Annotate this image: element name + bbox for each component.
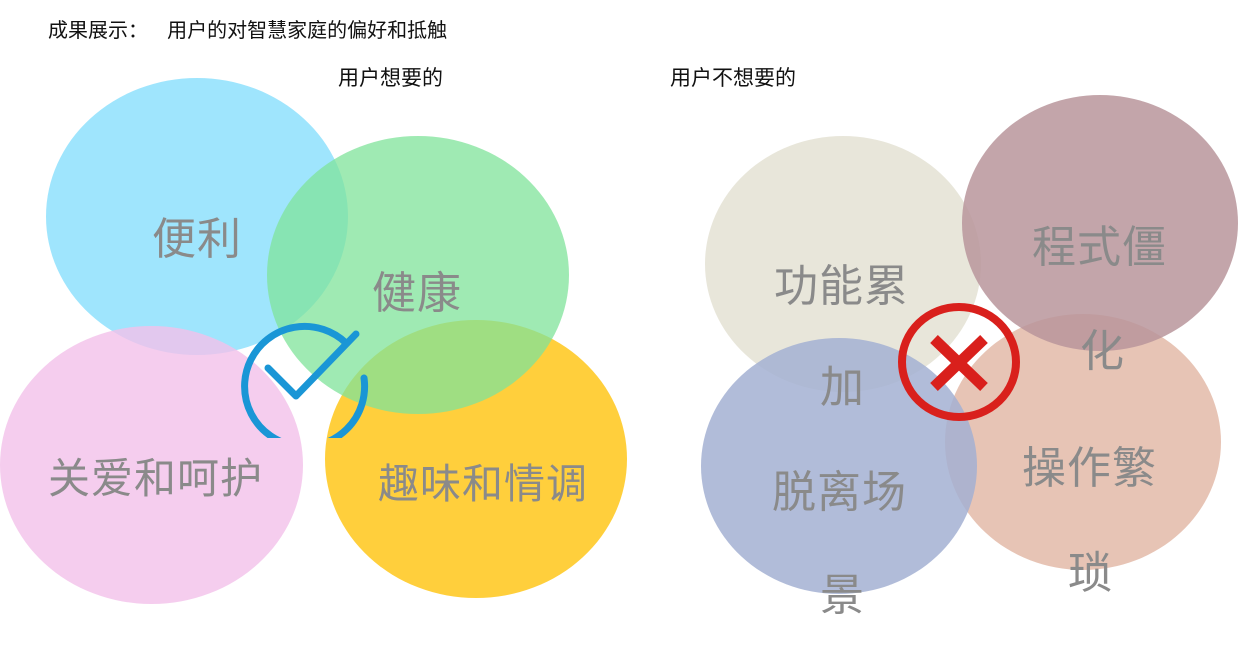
bubble-health [267, 136, 569, 414]
label-function-accumulation-line2: 加 [820, 362, 865, 413]
label-cumbersome-line1: 操作繁 [1022, 443, 1157, 494]
label-cumbersome-line2: 琐 [1068, 548, 1113, 599]
page-title: 成果展示： 用户的对智慧家庭的偏好和抵触 [48, 18, 448, 42]
cross-circle-icon [898, 303, 1020, 421]
label-health: 健康 [372, 268, 462, 319]
label-off-scene-line2: 景 [820, 570, 865, 621]
check-circle-icon [241, 322, 369, 438]
wanted-section-label: 用户想要的 [338, 66, 443, 90]
label-care: 关爱和呵护 [48, 454, 264, 503]
label-function-accumulation-line1: 功能累 [774, 261, 909, 312]
label-rigid-program-line1: 程式僵 [1032, 222, 1167, 273]
bubble-off-scene [701, 338, 977, 594]
label-fun: 趣味和情调 [378, 460, 588, 508]
label-convenience: 便利 [152, 214, 242, 265]
label-rigid-program-line2: 化 [1080, 326, 1125, 377]
bubble-rigid-program [962, 95, 1238, 351]
unwanted-section-label: 用户不想要的 [670, 66, 796, 90]
label-off-scene-line1: 脱离场 [772, 467, 907, 518]
bubble-cumbersome [945, 314, 1221, 570]
bubble-care [0, 326, 303, 604]
